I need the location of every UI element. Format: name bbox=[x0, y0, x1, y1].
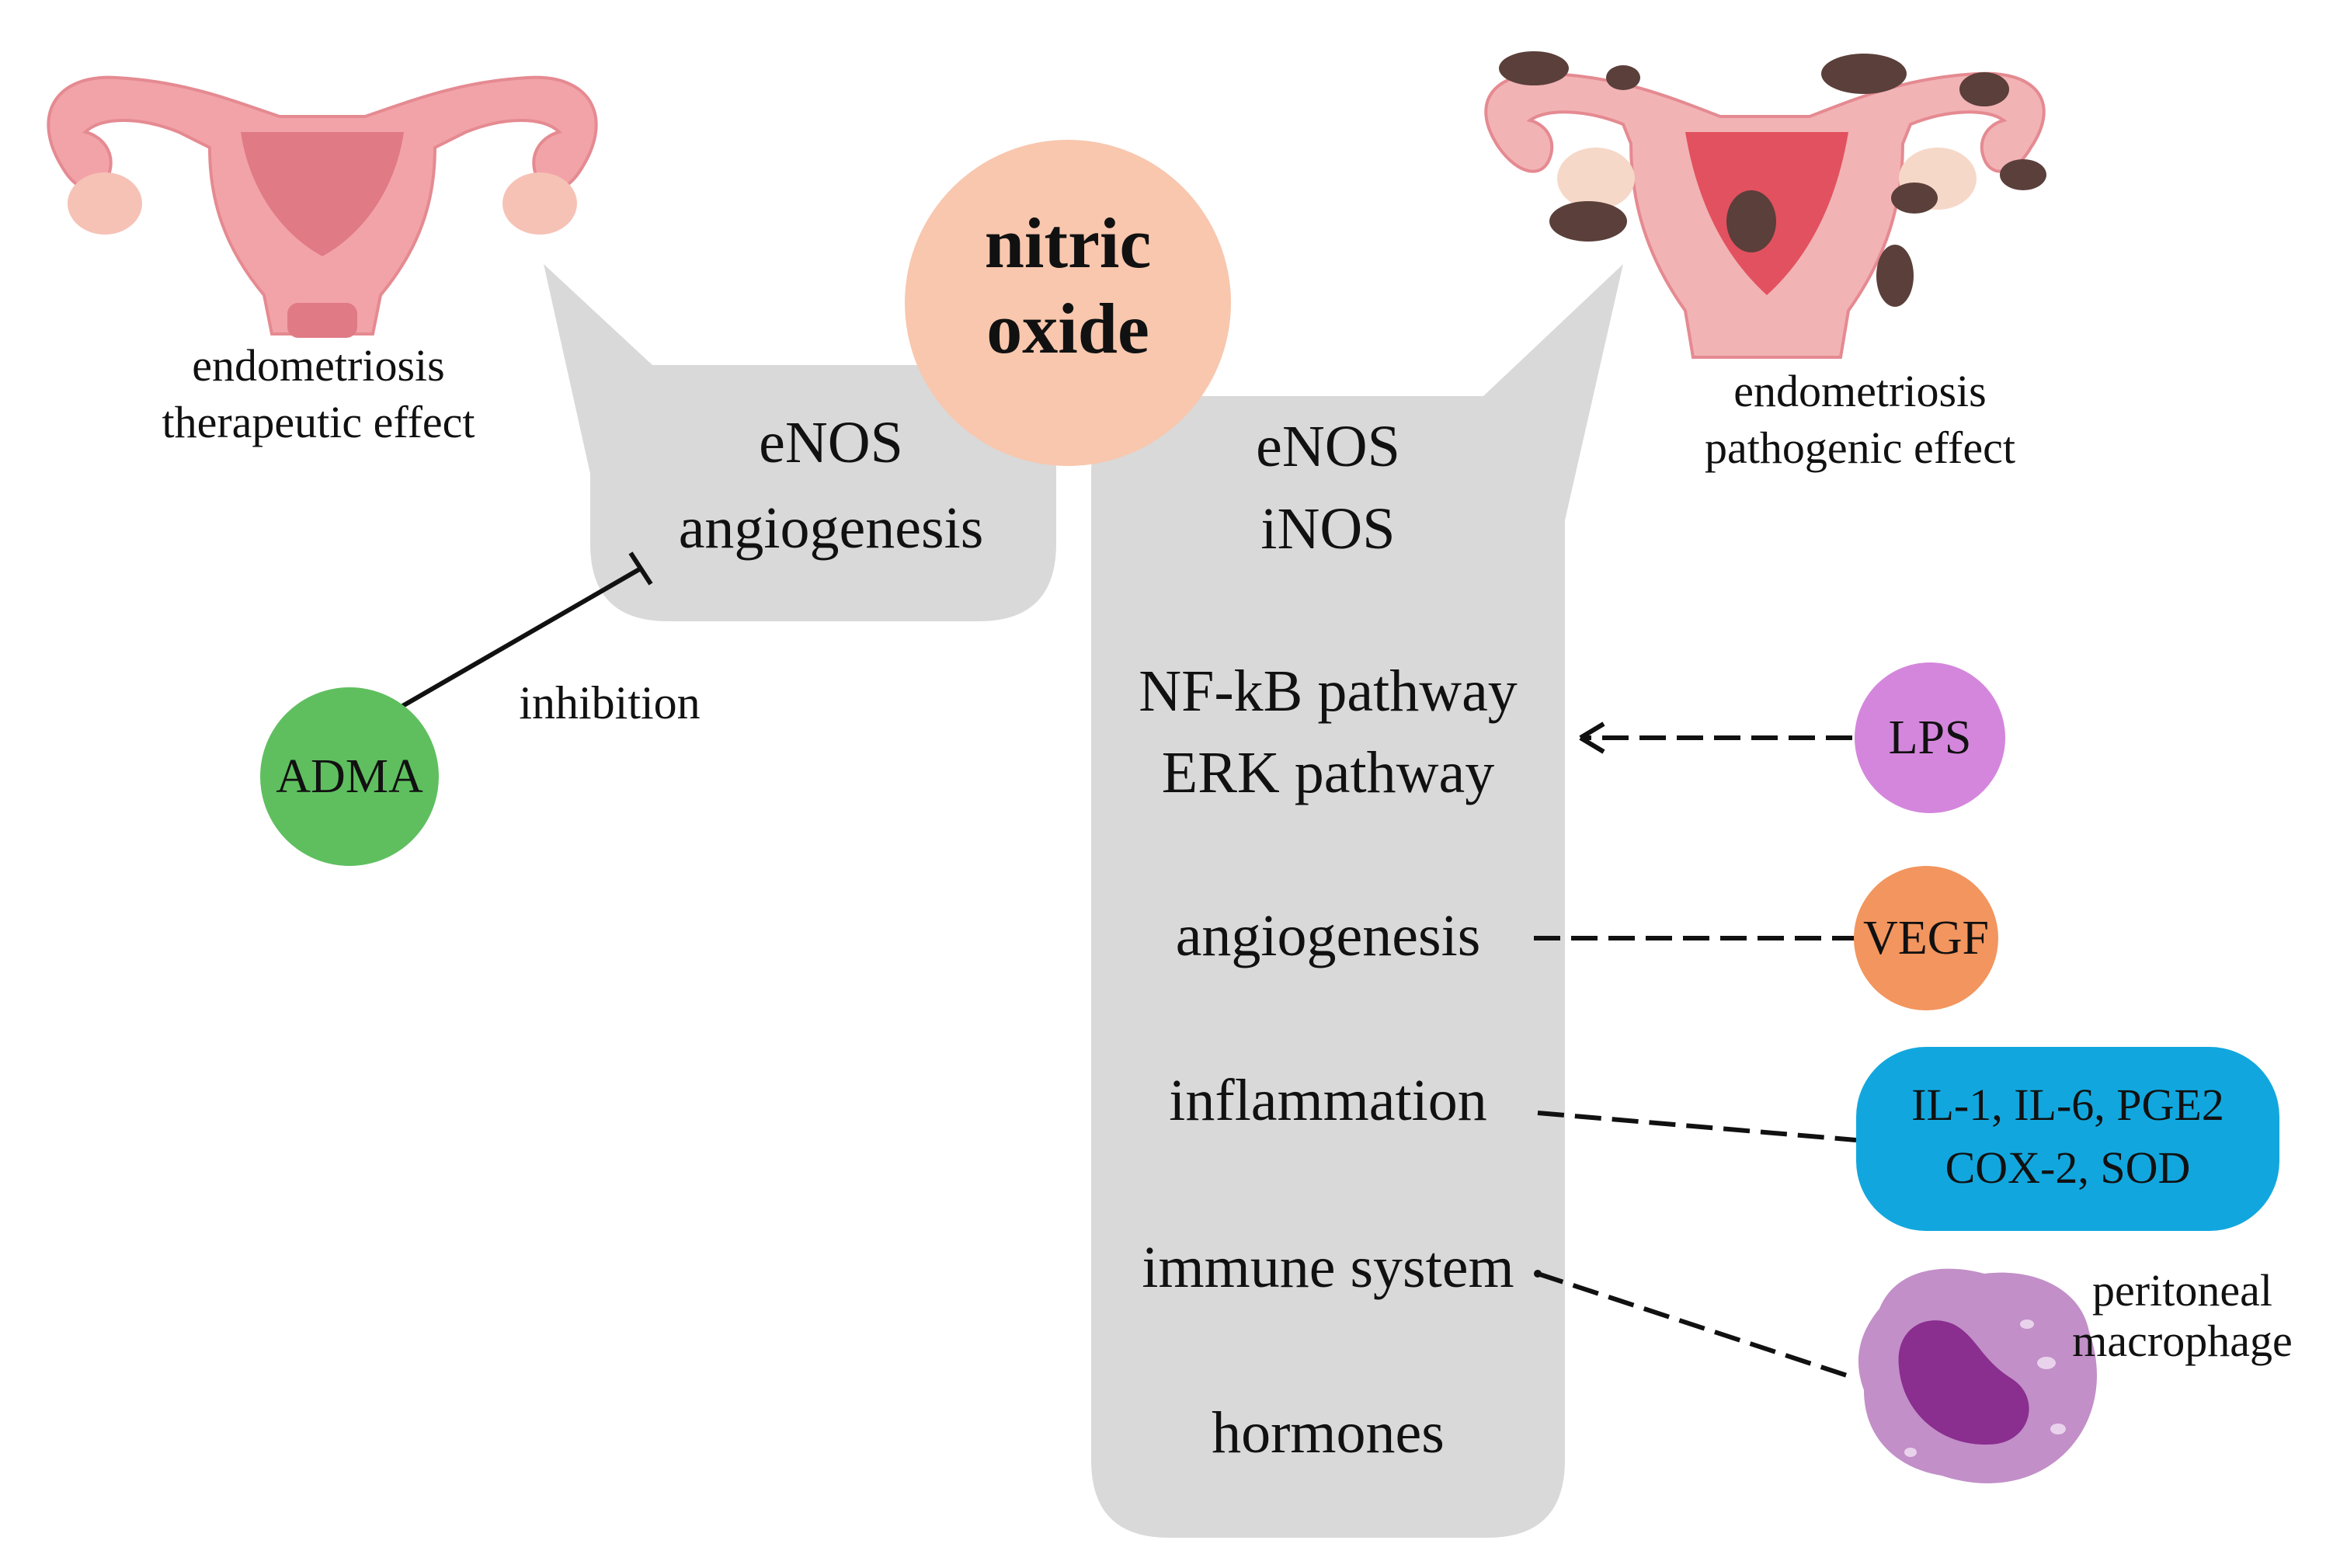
right-enos-label: eNOS bbox=[1256, 414, 1400, 479]
cytokines-line1: IL-1, IL-6, PGE2 bbox=[1911, 1080, 2224, 1130]
adma-label: ADMA bbox=[276, 750, 423, 803]
pathogenic-caption-line2: pathogenic effect bbox=[1705, 422, 2015, 473]
nitric-oxide-line2: oxide bbox=[986, 289, 1149, 369]
lesion-icon bbox=[1499, 51, 2046, 307]
therapeutic-caption-line1: endometriosis bbox=[192, 340, 445, 391]
right-angiogenesis-label: angiogenesis bbox=[1175, 903, 1481, 968]
nitric-oxide-label: nitric oxide bbox=[901, 200, 1235, 372]
left-enos-label: eNOS bbox=[759, 410, 903, 475]
cytokines-node bbox=[1856, 1047, 2279, 1231]
nfkb-pathway-label: NF-kB pathway bbox=[1139, 659, 1518, 724]
cytokines-label: IL-1, IL-6, PGE2 COX-2, SOD bbox=[1856, 1073, 2279, 1199]
healthy-uterus-icon bbox=[47, 75, 598, 338]
vegf-node bbox=[1854, 866, 1998, 1010]
macrophage-line1: peritoneal bbox=[2092, 1265, 2272, 1316]
therapeutic-caption-line2: therapeutic effect bbox=[162, 396, 475, 447]
lps-node bbox=[1855, 662, 2005, 813]
macrophage-line2: macrophage bbox=[2072, 1315, 2293, 1366]
lps-label: LPS bbox=[1888, 711, 1972, 764]
macrophage-edge bbox=[1537, 1271, 1857, 1381]
immune-system-label: immune system bbox=[1142, 1235, 1514, 1300]
right-panel bbox=[1091, 264, 1623, 1538]
left-panel-labels: eNOS angiogenesis bbox=[621, 400, 1041, 571]
cytokines-line2: COX-2, SOD bbox=[1945, 1142, 2191, 1194]
inhibition-bar bbox=[628, 551, 653, 586]
therapeutic-caption: endometriosis therapeutic effect bbox=[101, 338, 536, 450]
vegf-label: VEGF bbox=[1863, 912, 1989, 965]
nitric-oxide-node bbox=[905, 140, 1231, 466]
pathogenic-caption-line1: endometriosis bbox=[1733, 366, 1987, 416]
pathogenic-caption: endometriosis pathogenic effect bbox=[1650, 363, 2070, 476]
cytokines-edge bbox=[1537, 1111, 1857, 1142]
macrophage-label: peritoneal macrophage bbox=[2035, 1265, 2330, 1367]
right-panel-nos-labels: eNOS iNOS bbox=[1091, 405, 1565, 571]
inhibition-edge bbox=[393, 566, 642, 713]
inhibition-label: inhibition bbox=[519, 677, 701, 728]
nitric-oxide-line1: nitric bbox=[984, 203, 1152, 283]
erk-pathway-label: ERK pathway bbox=[1161, 739, 1495, 805]
endometriosis-uterus-icon bbox=[1484, 51, 2046, 359]
adma-node bbox=[260, 687, 439, 866]
arrow-head-icon bbox=[1579, 721, 1605, 754]
right-inos-label: iNOS bbox=[1260, 496, 1396, 562]
right-panel-pathway-labels: NF-kB pathway ERK pathway bbox=[1091, 651, 1565, 814]
left-angiogenesis-label: angiogenesis bbox=[678, 495, 984, 561]
macrophage-icon bbox=[1858, 1268, 2097, 1483]
left-panel bbox=[544, 264, 1056, 621]
hormones-label: hormones bbox=[1212, 1400, 1445, 1465]
inflammation-label: inflammation bbox=[1169, 1068, 1487, 1133]
